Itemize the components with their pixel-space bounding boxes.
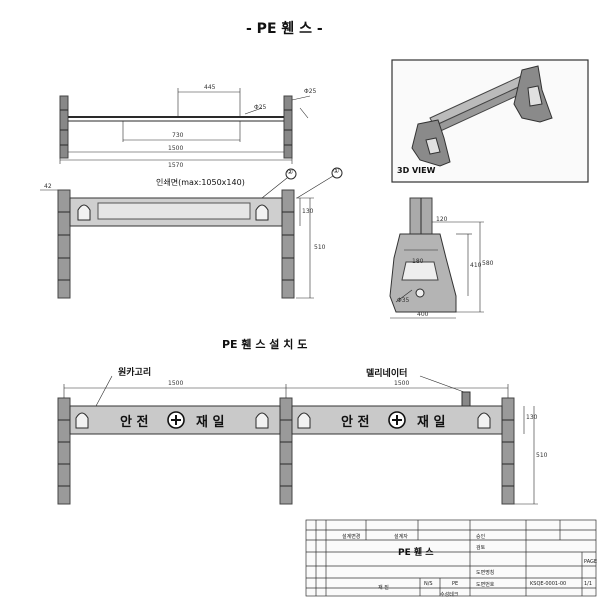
tb-drawing-no: KSQE-0001-00: [530, 581, 567, 587]
side-dim-inner: 180: [412, 258, 424, 265]
dim-overall: 1570: [168, 162, 184, 169]
side-dim-base: 400: [417, 311, 429, 318]
side-dim-hole: Φ35: [397, 297, 410, 304]
tb-sheet: 1/1: [584, 581, 593, 587]
callout-2: ②: [287, 168, 294, 176]
title-block-name: PE 휀 스: [398, 548, 434, 558]
install-span-right: 1500: [394, 380, 410, 387]
label-hook: 원카고리: [118, 368, 152, 378]
dim-left: 42: [44, 183, 52, 190]
title-block: [305, 519, 597, 597]
install-span-left: 1500: [168, 380, 184, 387]
dim-slot: Φ25: [254, 104, 267, 111]
dim-depth: Φ25: [304, 88, 317, 95]
side-dim-h1: 410: [470, 262, 482, 269]
side-dim-h2: 580: [482, 260, 494, 267]
tb-field-0: 설계변경: [342, 534, 361, 540]
panel-left-text-1: 안 전: [120, 415, 149, 430]
tb-material: 재 질: [378, 585, 389, 591]
install-post-h: 510: [536, 452, 548, 459]
callout-1: ①: [333, 167, 340, 175]
tb-unit: PE: [452, 581, 459, 587]
tb-field-5: 도면번호: [476, 582, 495, 588]
front-view-top: [59, 88, 311, 164]
dim-inner: 730: [172, 132, 184, 139]
tb-field-4: 도면명칭: [476, 570, 495, 576]
tb-page: PAGE: [584, 559, 598, 565]
tb-field-1: 설계자: [394, 534, 408, 540]
side-view: [389, 197, 484, 319]
front-elevation: [40, 167, 343, 299]
panel-right-text-2: 재 일: [417, 415, 446, 430]
install-view: [57, 375, 538, 505]
install-bar-h: 130: [526, 414, 538, 421]
dim-mid: 1500: [168, 145, 184, 152]
tb-company: 수성테크: [440, 592, 459, 598]
dim-post-h: 510: [314, 244, 326, 251]
side-dim-top: 120: [436, 216, 448, 223]
install-title: PE 휀 스 설 치 도: [222, 338, 308, 351]
3d-view-label: 3D VIEW: [397, 166, 436, 175]
dim-bar-h: 130: [302, 208, 314, 215]
print-area-label: 인쇄면(max:1050x140): [156, 178, 245, 187]
panel-left-text-2: 재 일: [196, 415, 225, 430]
tb-field-2: 승인: [476, 534, 486, 540]
3d-view-box: [391, 59, 589, 183]
label-delineator: 델리네이터: [366, 369, 408, 379]
dim-top-span: 445: [204, 84, 216, 91]
drawing-title: - PE 휀 스 -: [246, 21, 323, 37]
tb-scale: N/S: [424, 581, 433, 587]
tb-field-3: 검토: [476, 545, 486, 551]
panel-right-text-1: 안 전: [341, 415, 370, 430]
